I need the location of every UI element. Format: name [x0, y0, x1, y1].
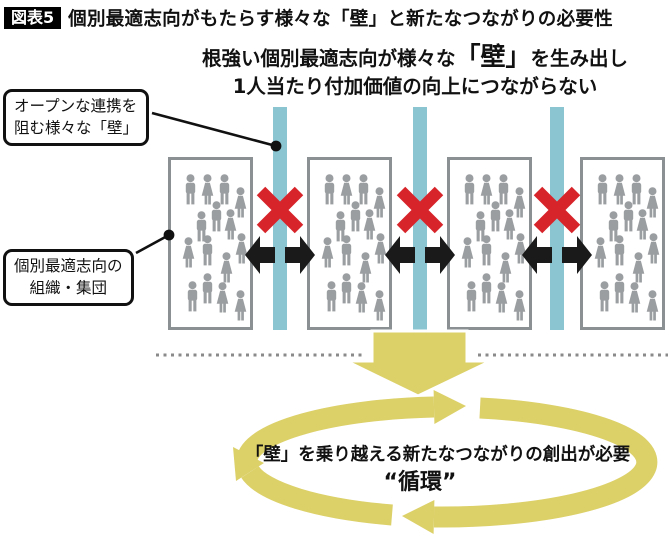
- person-icon-woman: [234, 187, 247, 218]
- person-icon-woman: [594, 237, 607, 268]
- person-icon-man: [185, 174, 196, 205]
- person-icon-woman: [321, 237, 334, 268]
- person-icon-man: [631, 174, 642, 205]
- person-icon-man: [202, 235, 213, 266]
- header-line1-post: を生み出し: [530, 47, 629, 70]
- person-icon-woman: [513, 187, 526, 218]
- person-icon-man: [350, 201, 361, 232]
- header-line1: 根強い個別最適志向が様々な「壁」を生み出し: [155, 42, 670, 74]
- callout-walls-line1: オープンな連携を: [14, 97, 138, 115]
- cycle-word: “循環”: [383, 470, 457, 495]
- person-icon-man: [481, 235, 492, 266]
- person-icon-man: [481, 273, 492, 304]
- person-icon-man: [326, 281, 337, 312]
- group-box: [307, 157, 392, 330]
- callout-groups-line1: 個別最適志向の: [14, 257, 123, 275]
- page-title: 個別最適志向がもたらす様々な「壁」と新たなつながりの必要性: [68, 9, 613, 30]
- person-icon-man: [475, 211, 486, 242]
- person-icon-woman: [632, 252, 645, 283]
- header-statement: 根強い個別最適志向が様々な「壁」を生み出し 1人当たり付加価値の向上につながらな…: [155, 42, 670, 99]
- person-icon-woman: [513, 290, 526, 321]
- person-icon-woman: [235, 233, 248, 264]
- person-icon-woman: [374, 233, 387, 264]
- callout-individual-groups: 個別最適志向の 組織・集団: [3, 249, 134, 306]
- callout-walls-line2: 阻む様々な「壁」: [14, 119, 139, 138]
- person-icon-woman: [647, 233, 660, 264]
- person-icon-woman: [201, 174, 214, 205]
- person-icon-man: [623, 201, 634, 232]
- person-icon-woman: [503, 209, 516, 240]
- person-icon-woman: [628, 282, 641, 313]
- group-box: [447, 157, 532, 330]
- person-icon-man: [341, 273, 352, 304]
- person-icon-man: [466, 281, 477, 312]
- person-icon-woman: [636, 209, 649, 240]
- person-icon-woman: [234, 290, 247, 321]
- person-icon-woman: [216, 282, 229, 313]
- person-icon-man: [202, 273, 213, 304]
- header-line1-pre: 根強い個別最適志向が様々な: [201, 47, 456, 70]
- person-icon-man: [335, 211, 346, 242]
- person-icon-man: [614, 273, 625, 304]
- person-icon-woman: [224, 209, 237, 240]
- title-row: 図表5 個別最適志向がもたらす様々な「壁」と新たなつながりの必要性: [4, 5, 613, 31]
- wall-bar: [273, 107, 287, 330]
- figure-number-badge: 図表5: [4, 6, 62, 30]
- person-icon-woman: [373, 290, 386, 321]
- group-box: [580, 157, 665, 330]
- person-icon-man: [358, 174, 369, 205]
- person-icon-woman: [461, 237, 474, 268]
- person-icon-woman: [182, 237, 195, 268]
- person-icon-man: [324, 174, 335, 205]
- person-icon-man: [599, 281, 610, 312]
- person-icon-woman: [613, 174, 626, 205]
- person-icon-woman: [355, 282, 368, 313]
- person-icon-woman: [363, 209, 376, 240]
- person-icon-man: [341, 235, 352, 266]
- person-icon-man: [498, 174, 509, 205]
- wall-bar: [413, 107, 427, 330]
- callout-groups-line2: 組織・集団: [29, 279, 108, 298]
- person-icon-woman: [646, 187, 659, 218]
- person-icon-woman: [646, 290, 659, 321]
- person-icon-woman: [373, 187, 386, 218]
- person-icon-man: [211, 201, 222, 232]
- person-icon-woman: [340, 174, 353, 205]
- header-line2: 1人当たり付加価値の向上につながらない: [232, 75, 598, 98]
- person-icon-woman: [220, 252, 233, 283]
- header-line1-emph: 「壁」: [455, 42, 531, 71]
- person-icon-man: [464, 174, 475, 205]
- person-icon-woman: [480, 174, 493, 205]
- person-icon-man: [614, 235, 625, 266]
- bottom-message: 「壁」を乗り越える新たなつながりの創出が必要: [245, 445, 631, 465]
- person-icon-man: [219, 174, 230, 205]
- person-icon-man: [608, 211, 619, 242]
- person-icon-man: [597, 174, 608, 205]
- person-icon-man: [196, 211, 207, 242]
- person-icon-woman: [495, 282, 508, 313]
- person-icon-man: [490, 201, 501, 232]
- person-icon-man: [187, 281, 198, 312]
- person-icon-woman: [359, 252, 372, 283]
- wall-bar: [550, 107, 564, 330]
- person-icon-woman: [499, 252, 512, 283]
- callout-open-collaboration-walls: オープンな連携を 阻む様々な「壁」: [3, 89, 150, 146]
